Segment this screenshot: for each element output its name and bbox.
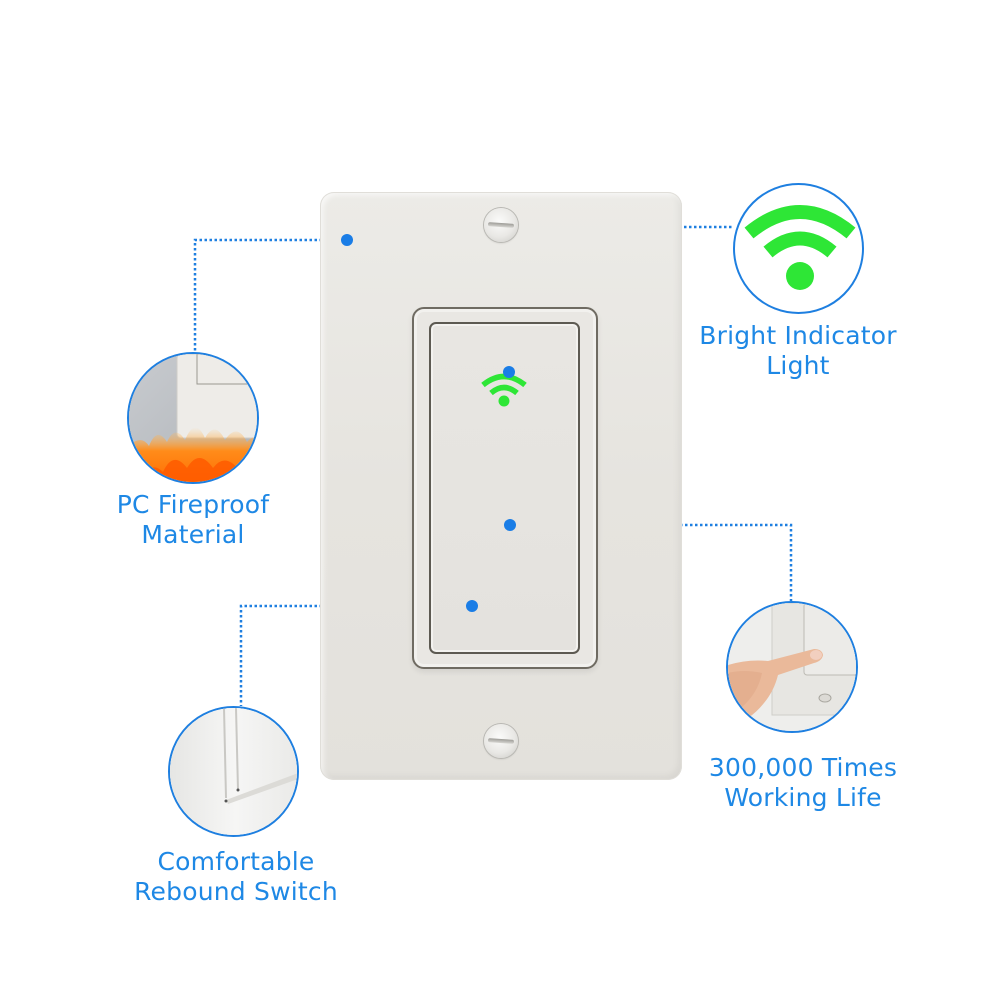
rebound-feature-image [168, 706, 299, 837]
fireproof-label: PC Fireproof Material [73, 490, 313, 550]
rocker-edge-icon [170, 708, 297, 835]
bottom-screw-icon [484, 724, 518, 758]
indicator-label: Bright Indicator Light [678, 321, 918, 381]
fireproof-label-line2: Material [141, 520, 245, 549]
working-life-label: 300,000 Times Working Life [683, 753, 923, 813]
fireproof-feature-image [127, 352, 259, 484]
rebound-label-line2: Rebound Switch [134, 877, 338, 906]
rebound-label-line1: Comfortable [157, 847, 315, 876]
callout-dot-rebound [466, 600, 478, 612]
working-life-label-line2: Working Life [724, 783, 882, 812]
indicator-feature-image [733, 183, 864, 314]
callout-dot-indicator [503, 366, 515, 378]
working-life-label-line1: 300,000 Times [708, 753, 898, 782]
fire-icon [129, 354, 257, 482]
rebound-label: Comfortable Rebound Switch [116, 847, 356, 907]
working-life-feature-image [726, 601, 858, 733]
indicator-label-line2: Light [766, 351, 830, 380]
wifi-icon [744, 205, 856, 290]
indicator-label-line1: Bright Indicator [699, 321, 897, 350]
callout-dot-working-life [504, 519, 516, 531]
callout-dot-fireproof [341, 234, 353, 246]
fireproof-label-line1: PC Fireproof [116, 490, 270, 519]
wifi-indicator-icon [481, 373, 527, 407]
finger-press-icon [728, 603, 856, 731]
top-screw-icon [484, 208, 518, 242]
